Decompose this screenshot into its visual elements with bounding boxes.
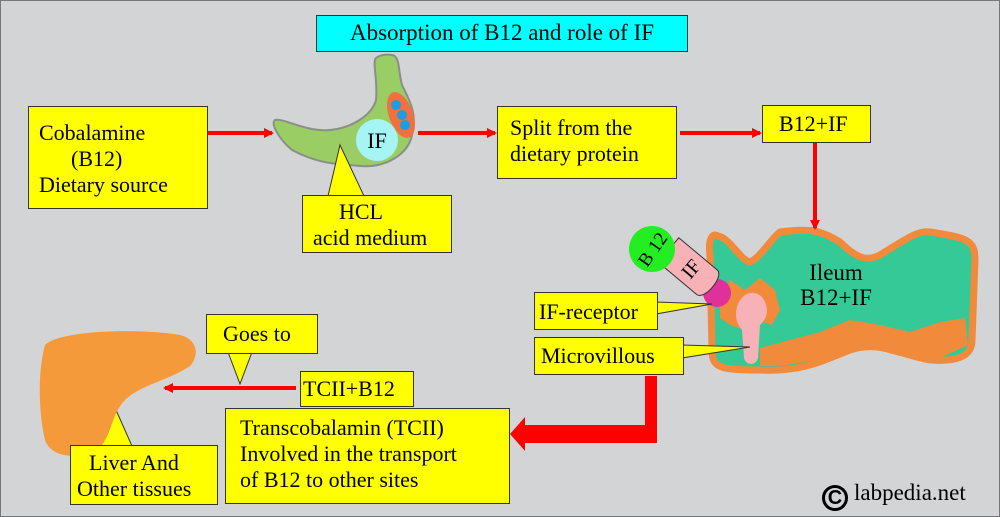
b12-if-box: B12+IF: [762, 105, 871, 143]
split-line-1: Split from the: [510, 115, 633, 140]
parietal-cells: [387, 92, 415, 138]
hcl-line-2: acid medium: [313, 225, 428, 250]
split-box: Split from the dietary protein: [497, 106, 677, 179]
intrinsic-factor-label: IF: [367, 128, 387, 153]
microvillous-box: Microvillous: [534, 337, 684, 375]
stomach-illustration: IF: [272, 53, 415, 168]
transcobalamin-box: Transcobalamin (TCII) Involved in the tr…: [225, 408, 510, 504]
transcobalamin-line-2: Involved in the transport: [240, 441, 457, 466]
parietal-dot: [391, 100, 401, 110]
ileum-title: Ileum: [809, 260, 863, 285]
tcii-b12-box: TCII+B12: [300, 371, 414, 407]
ileum-subtitle: B12+IF: [800, 285, 872, 310]
liver-box: Liver And Other tissues: [70, 445, 218, 505]
page-title: Absorption of B12 and role of IF: [316, 15, 688, 52]
cobalamine-line-2: (B12): [71, 146, 123, 171]
goes-to-callout-pointer: [227, 351, 253, 386]
copyright-icon: C: [822, 485, 848, 511]
split-line-2: dietary protein: [510, 141, 639, 166]
cobalamine-box: Cobalamine (B12) Dietary source: [28, 106, 208, 209]
b12-ball: [629, 226, 675, 272]
goes-to-label: Goes to: [223, 321, 291, 346]
transcobalamin-line-3: of B12 to other sites: [240, 467, 419, 492]
cobalamine-line-1: Cobalamine: [39, 120, 146, 145]
if-receptor-box: IF-receptor: [534, 292, 658, 330]
if-receptor-leader: [655, 301, 713, 315]
arrow-microvillous-to-transcobalamin: [510, 376, 657, 451]
hcl-box: HCL acid medium: [302, 195, 452, 253]
liver-line-1: Liver And: [89, 450, 179, 475]
liver-illustration: [39, 331, 196, 456]
ileum-illustration: IF B 12 Ileum B12+IF: [629, 226, 979, 374]
cobalamine-line-3: Dietary source: [39, 172, 168, 197]
microvillous-label: Microvillous: [541, 343, 655, 368]
transcobalamin-line-1: Transcobalamin (TCII): [240, 415, 444, 440]
liver-line-2: Other tissues: [77, 476, 192, 501]
intrinsic-factor-circle: [356, 119, 398, 161]
villi-lower: [760, 318, 968, 366]
microvillous-shape: [736, 292, 767, 364]
tcii-b12-label: TCII+B12: [303, 376, 395, 401]
parietal-dot: [397, 110, 407, 120]
watermark-text: labpedia.net: [854, 480, 966, 505]
hcl-line-1: HCL: [339, 199, 383, 224]
parietal-dot: [400, 120, 410, 130]
if-receptor-label: IF-receptor: [539, 299, 638, 324]
b12-if-label: B12+IF: [779, 111, 848, 136]
goes-to-box: Goes to: [206, 314, 318, 354]
